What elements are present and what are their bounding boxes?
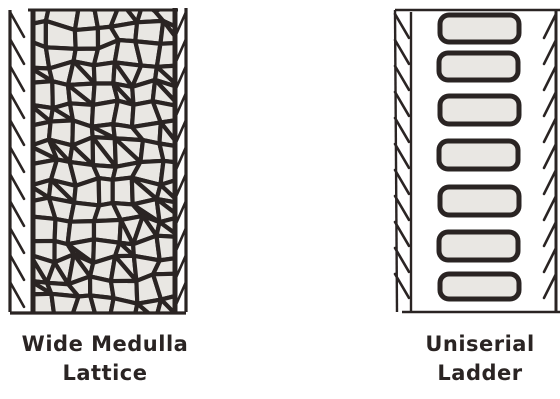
ladder-hair-figure	[395, 10, 560, 312]
cuticle-left-teeth-path	[10, 12, 24, 307]
lattice-cell	[75, 28, 98, 49]
lattice-caption: Wide Medulla Lattice	[0, 330, 210, 388]
ladder-cell	[439, 53, 518, 80]
ladder-cell	[440, 15, 519, 42]
ladder-cell	[439, 232, 518, 260]
lattice-network	[30, 1, 180, 320]
ladder-cell	[439, 141, 518, 169]
ladder-caption: Uniserial Ladder	[380, 330, 560, 388]
ladder-right-teeth-path	[544, 14, 556, 298]
lattice-hair-figure	[10, 1, 186, 320]
ladder-cell	[440, 96, 519, 124]
lattice-cell	[113, 178, 133, 205]
cuticle-left-teeth	[10, 12, 24, 307]
ladder-left-edge	[395, 10, 397, 312]
ladder-caption-line2: Ladder	[380, 359, 560, 388]
ladder-cell	[440, 187, 519, 215]
lattice-caption-line1: Wide Medulla	[0, 330, 210, 359]
lattice-caption-line2: Lattice	[0, 359, 210, 388]
ladder-cell	[440, 274, 519, 299]
ladder-cells	[439, 15, 519, 299]
ladder-caption-line1: Uniserial	[380, 330, 560, 359]
ladder-right-teeth	[544, 14, 556, 298]
